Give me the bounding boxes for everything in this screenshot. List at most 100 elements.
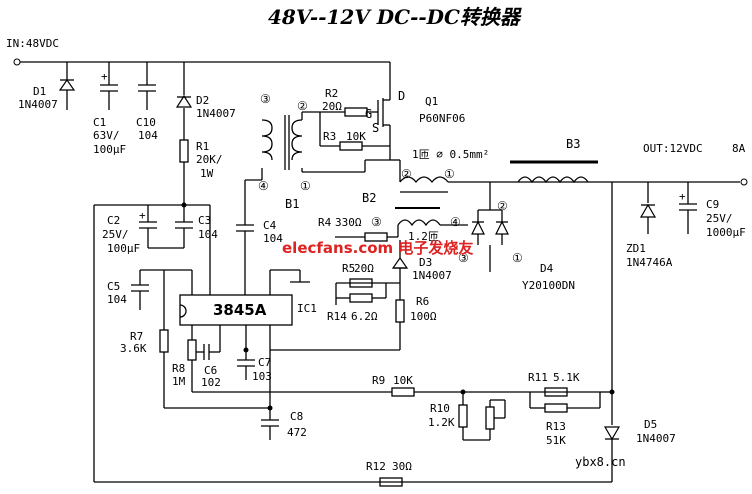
output-terminal <box>740 178 748 186</box>
c8-capacitor <box>261 419 279 440</box>
c4-val: 104 <box>263 232 283 245</box>
diagram-title: 48V--12V DC--DC转换器 <box>268 5 522 29</box>
r2-val: 20Ω <box>322 100 342 113</box>
r11-val: 5.1K <box>553 371 580 384</box>
b2-mark-4: ④ <box>450 215 461 229</box>
output-current: 8A <box>732 142 746 155</box>
elecfans-watermark: elecfans.com 电子发烧友 <box>282 239 473 257</box>
r1-v2: 1W <box>200 167 214 180</box>
r8-val: 1M <box>172 375 186 388</box>
r8-ref: R8 <box>172 362 185 375</box>
d4-ref: D4 <box>540 262 554 275</box>
r4-val: 330Ω <box>335 216 362 229</box>
r2-ref: R2 <box>325 87 338 100</box>
b3-inductor <box>517 176 589 184</box>
r6-resistor <box>395 299 405 323</box>
r11-resistor <box>544 387 568 397</box>
c6-capacitor <box>196 344 220 360</box>
r12-ref: R12 <box>366 460 386 473</box>
c10-val: 104 <box>138 129 158 142</box>
r14-resistor <box>349 293 373 303</box>
r9-val: 10K <box>393 374 413 387</box>
svg-text:+: + <box>101 70 108 83</box>
c1-capacitor: + <box>100 62 118 110</box>
r14-ref: R14 <box>327 310 347 323</box>
d4-mark-2: ② <box>497 199 508 213</box>
d1-part: 1N4007 <box>18 98 58 111</box>
r13-resistor <box>544 403 568 413</box>
q1-drain: D <box>398 89 405 103</box>
d5-part: 1N4007 <box>636 432 676 445</box>
c2-capacitor: + <box>139 205 157 248</box>
c4-capacitor <box>236 224 254 295</box>
d2-part: 1N4007 <box>196 107 236 120</box>
r9-resistor <box>391 387 415 397</box>
b1-transformer <box>261 115 303 170</box>
c10-ref: C10 <box>136 116 156 129</box>
r6-val: 100Ω <box>410 310 437 323</box>
r7-resistor <box>159 329 169 353</box>
b2-turns: 1.2匝 <box>408 230 439 243</box>
svg-text:+: + <box>679 190 686 203</box>
q1-mosfet <box>377 62 391 160</box>
vr-potentiometer <box>485 406 495 430</box>
c5-ref: C5 <box>107 280 120 293</box>
r1-v1: 20K/ <box>196 153 223 166</box>
c1-v2: 100μF <box>93 143 126 156</box>
r5-ref: R5 <box>342 262 355 275</box>
r7-val: 3.6K <box>120 342 147 355</box>
ic1-label: 3845A <box>213 301 267 319</box>
zd1-ref: ZD1 <box>626 242 646 255</box>
d3-part: 1N4007 <box>412 269 452 282</box>
c4-ref: C4 <box>263 219 277 232</box>
wire-spec: 1匝 ∅ 0.5mm² <box>412 148 489 161</box>
b1-label: B1 <box>285 197 299 211</box>
r2-resistor <box>344 107 368 117</box>
r14-val: 6.2Ω <box>351 310 378 323</box>
c2-ref: C2 <box>107 214 120 227</box>
output-label: OUT:12VDC <box>643 142 703 155</box>
r3-resistor <box>339 141 363 151</box>
c8-ref: C8 <box>290 410 303 423</box>
zd1-zener <box>639 182 657 234</box>
d3-diode <box>391 240 409 300</box>
d4-mark-3: ③ <box>458 251 469 265</box>
c5-val: 104 <box>107 293 127 306</box>
input-terminal <box>13 58 21 66</box>
r5-val: 20Ω <box>354 262 374 275</box>
c1-ref: C1 <box>93 116 106 129</box>
d1-diode <box>58 62 76 110</box>
q1-part: P60NF06 <box>419 112 465 125</box>
d4-part: Y20100DN <box>522 279 575 292</box>
c9-capacitor: + <box>679 182 697 234</box>
c7-capacitor <box>237 359 255 380</box>
q1-source: S <box>372 121 379 135</box>
q1-gate: G <box>365 107 372 121</box>
d1-ref: D1 <box>33 85 46 98</box>
b1-mark-1: ① <box>300 179 311 193</box>
c8-val: 472 <box>287 426 307 439</box>
d4-dual-diode <box>471 182 509 272</box>
c7-ref: C7 <box>258 356 271 369</box>
r13-val: 51K <box>546 434 566 447</box>
c1-v1: 63V/ <box>93 129 120 142</box>
r10-resistor <box>458 404 468 428</box>
ic1-chip <box>179 294 293 326</box>
b1-mark-2: ② <box>297 99 308 113</box>
d3-ref: D3 <box>419 256 432 269</box>
c3-val: 104 <box>198 228 218 241</box>
d2-diode <box>175 94 193 108</box>
b2-mark-3: ③ <box>371 215 382 229</box>
r12-resistor <box>379 477 403 487</box>
c7-val: 103 <box>252 370 272 383</box>
d5-diode <box>603 426 621 441</box>
c2-v1: 25V/ <box>102 228 129 241</box>
r7-ref: R7 <box>130 330 143 343</box>
b1-mark-4: ④ <box>258 179 269 193</box>
c2-v2: 100μF <box>107 242 140 255</box>
c6-ref: C6 <box>204 364 217 377</box>
r1-ref: R1 <box>196 140 209 153</box>
ic1-ref: IC1 <box>297 302 317 315</box>
r11-ref: R11 <box>528 371 548 384</box>
